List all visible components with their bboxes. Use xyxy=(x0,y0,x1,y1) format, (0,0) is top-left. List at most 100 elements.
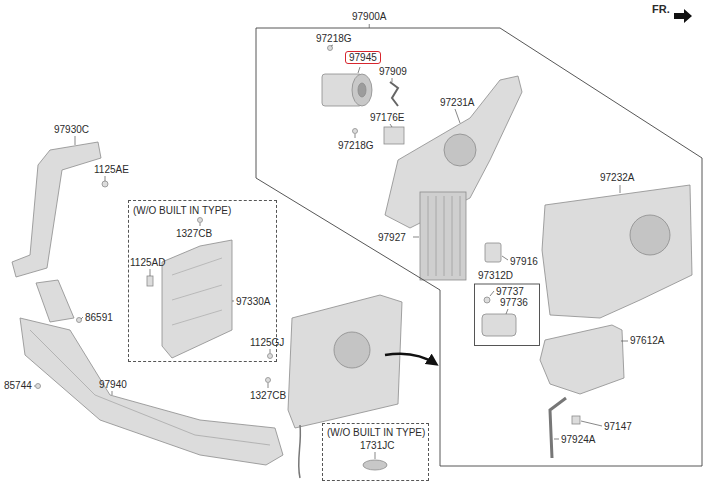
pin xyxy=(484,297,490,303)
case-opening xyxy=(630,215,670,255)
leader-line xyxy=(75,136,76,145)
screw xyxy=(36,384,41,389)
outline xyxy=(252,8,704,468)
callout-number: 97232A xyxy=(600,172,634,183)
assembly-outline xyxy=(256,28,702,466)
screw xyxy=(328,46,333,51)
detail-arrow xyxy=(385,354,436,364)
leader-line xyxy=(581,421,602,426)
resistor xyxy=(384,127,404,144)
lower-case xyxy=(540,325,624,394)
leader-line xyxy=(331,45,333,46)
screw xyxy=(353,129,358,134)
group-heading: (W/O BUILT IN TYPE) xyxy=(133,205,231,216)
housing-opening xyxy=(334,332,370,368)
leader-line xyxy=(455,109,460,123)
leader-line xyxy=(200,223,201,226)
variant-box: (W/O BUILT IN TYPE) xyxy=(322,423,429,481)
actuator xyxy=(485,243,501,262)
duct-rib xyxy=(30,330,270,445)
leader-line xyxy=(34,386,35,387)
core-fin xyxy=(428,196,460,276)
group-outline xyxy=(475,284,540,346)
panel-rib xyxy=(172,258,222,325)
callout-number: 1327CB xyxy=(250,390,286,401)
leader-line xyxy=(105,176,106,181)
assembly-outline: 97945 97312D 97900A xyxy=(252,8,704,468)
callout-number: 97930C xyxy=(54,124,89,135)
cover-panel xyxy=(162,240,232,358)
leader-line xyxy=(355,134,356,138)
group-heading: (W/O BUILT IN TYPE) xyxy=(327,427,425,438)
callout-number: 1731JC xyxy=(360,440,394,451)
group-heading: 97900A xyxy=(352,11,386,22)
callout-number: 97612A xyxy=(630,335,664,346)
leader-line xyxy=(81,317,83,319)
callout-number: 86591 xyxy=(85,312,113,323)
clip xyxy=(572,416,580,424)
case-half xyxy=(542,185,692,318)
direction-arrow xyxy=(674,9,692,23)
actuator xyxy=(482,314,516,336)
callout-number: 97330A xyxy=(236,296,270,307)
callout-number: 1125GJ xyxy=(250,337,284,348)
blower-fan xyxy=(352,74,372,106)
callout-number: 97218G xyxy=(316,33,352,44)
case-opening xyxy=(444,134,476,166)
fan-hub xyxy=(358,83,366,97)
leader-line xyxy=(369,24,370,28)
direction-label: FR. xyxy=(652,4,670,15)
callout-number: 97927 xyxy=(378,232,406,243)
callout-number: 1125AE xyxy=(94,164,129,175)
grommet xyxy=(363,460,387,470)
leader-line xyxy=(506,309,508,314)
leader-line xyxy=(150,269,151,276)
group-heading: 97312D xyxy=(478,270,513,281)
callout-number: 97147 xyxy=(604,421,632,432)
leader-line xyxy=(268,383,269,388)
callout-number: 85744 xyxy=(4,380,32,391)
callout-number: 97218G xyxy=(338,140,374,151)
duct xyxy=(20,318,283,465)
screw xyxy=(198,218,203,223)
callout-number: 97737 xyxy=(496,286,524,297)
callout-number: 97176E xyxy=(370,112,404,123)
bolt xyxy=(147,276,153,286)
highlight-box: 97945 xyxy=(345,51,381,64)
callout-number: 97231A xyxy=(440,97,474,108)
heater-core xyxy=(420,192,466,280)
leader-line xyxy=(502,256,508,260)
leader-line xyxy=(621,341,628,342)
leader-line xyxy=(390,124,392,127)
leader-line xyxy=(358,67,360,73)
callout-number: 97924A xyxy=(561,434,595,445)
screw xyxy=(102,181,108,187)
leader-line xyxy=(392,78,393,82)
callout-number: 97916 xyxy=(510,256,538,267)
callout-number: 97940 xyxy=(99,379,127,390)
leader-line xyxy=(270,349,271,353)
callout-number: 97945 xyxy=(349,52,377,63)
callout-number: 97736 xyxy=(500,297,528,308)
cable xyxy=(299,425,301,478)
leader-lines xyxy=(34,45,628,459)
callout-number: 1327CB xyxy=(176,228,212,239)
leader-line xyxy=(413,237,419,238)
callout-number: 97909 xyxy=(379,66,407,77)
parts xyxy=(12,46,692,479)
leader-line xyxy=(232,301,234,302)
screw xyxy=(268,354,273,359)
duct-joint xyxy=(36,280,74,322)
blower-housing xyxy=(288,295,402,428)
callout-number: 1125AD xyxy=(130,257,165,268)
rod xyxy=(550,398,566,458)
wire xyxy=(390,82,398,106)
leader-line xyxy=(554,439,559,440)
screw xyxy=(266,378,271,383)
leader-line xyxy=(112,391,113,395)
leader-line xyxy=(620,185,621,193)
leader-line xyxy=(375,452,376,459)
